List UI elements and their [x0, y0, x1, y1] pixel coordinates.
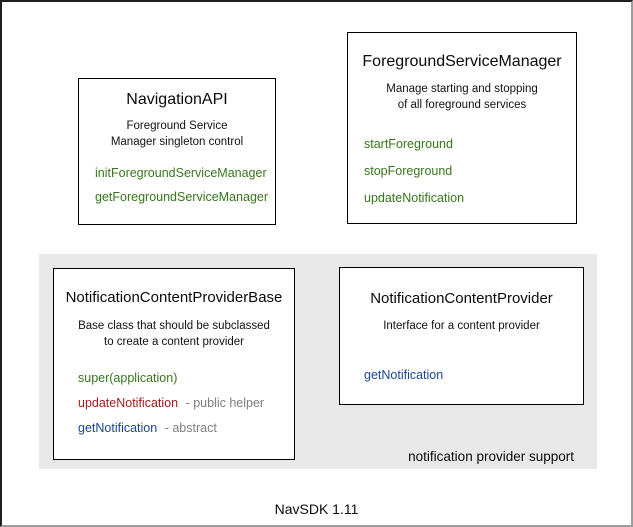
method-name: super(application) [78, 371, 178, 386]
description-line: to create a content provider [104, 335, 244, 348]
description-line: of all foreground services [397, 98, 527, 111]
navigation-api-box: NavigationAPI Foreground Service Manager… [78, 78, 276, 225]
notification-content-provider-title: NotificationContentProvider [370, 290, 553, 307]
notification-content-provider-description: Interface for a content provider [340, 319, 583, 335]
method-get-notification: getNotification [364, 367, 444, 382]
method-update-notification: updateNotification - public helper [78, 396, 294, 410]
notification-content-provider-base-methods: super(application) updateNotification - … [54, 371, 294, 435]
group-label: notification provider support [408, 449, 574, 464]
method-get-foreground-service-manager: getForegroundServiceManager [95, 190, 269, 205]
method-update-notification: updateNotification [364, 191, 465, 206]
notification-provider-support-group: NotificationContentProviderBase Base cla… [39, 254, 597, 469]
notification-content-provider-box: NotificationContentProvider Interface fo… [339, 267, 584, 405]
description-line: Manage starting and stopping [386, 83, 538, 95]
notification-content-provider-base-title: NotificationContentProviderBase [65, 289, 283, 306]
foreground-service-manager-description: Manage starting and stopping of all fore… [348, 82, 576, 113]
method-name: getNotification [78, 421, 158, 436]
navigation-api-description: Foreground Service Manager singleton con… [79, 119, 275, 150]
method-annotation: - abstract [164, 421, 217, 436]
method-stop-foreground: stopForeground [364, 164, 453, 179]
method-annotation: - public helper [185, 396, 265, 411]
navigation-api-methods: initForegroundServiceManager getForegrou… [79, 166, 275, 204]
method-start-foreground: startForeground [364, 137, 453, 152]
description-line: Manager singleton control [110, 135, 244, 148]
notification-content-provider-base-description: Base class that should be subclassed to … [54, 319, 294, 350]
method-super-application: super(application) [78, 371, 294, 385]
foreground-service-manager-title: ForegroundServiceManager [362, 53, 562, 70]
description-line: Base class that should be subclassed [78, 320, 270, 332]
method-init-foreground-service-manager: initForegroundServiceManager [95, 166, 267, 181]
foreground-service-manager-methods: startForeground stopForeground updateNot… [348, 137, 576, 205]
notification-content-provider-methods: getNotification [340, 368, 583, 382]
method-name: updateNotification [78, 396, 179, 411]
navigation-api-title: NavigationAPI [126, 91, 228, 108]
method-get-notification: getNotification - abstract [78, 421, 294, 435]
description-line: Interface for a content provider [383, 320, 540, 332]
sdk-version-label: NavSDK 1.11 [274, 501, 359, 517]
description-line: Foreground Service [126, 120, 228, 132]
notification-content-provider-base-box: NotificationContentProviderBase Base cla… [53, 268, 295, 460]
foreground-service-manager-box: ForegroundServiceManager Manage starting… [347, 32, 577, 224]
